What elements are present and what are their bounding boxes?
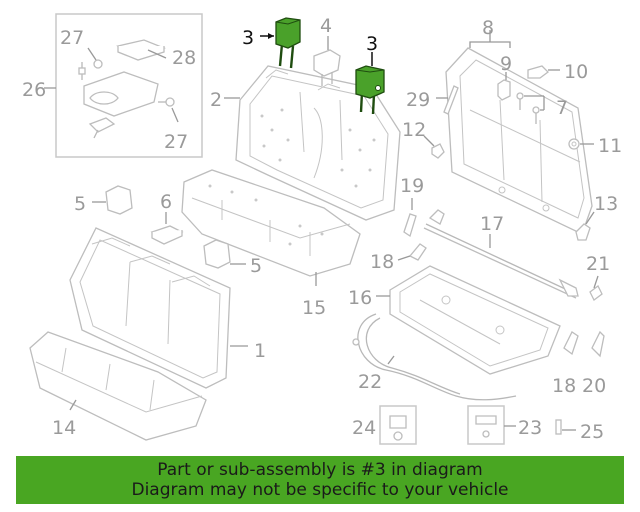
label-19: 19 (400, 175, 424, 197)
bracket-13 (575, 211, 595, 241)
bracket-18-top (397, 243, 427, 261)
bracket-19 (403, 198, 417, 238)
headrest-3-left (260, 17, 301, 69)
label-25: 25 (580, 421, 604, 443)
bracket-18-bottom (563, 331, 579, 356)
seat-cushion-15 (181, 169, 361, 286)
headrest-5-bottom (203, 239, 246, 269)
label-6: 6 (160, 191, 172, 213)
label-29: 29 (406, 89, 430, 111)
label-24: 24 (352, 417, 376, 439)
inset-23 (467, 405, 516, 445)
seat-cushion-14 (29, 331, 207, 441)
airbag-inset-box (44, 13, 203, 158)
info-banner: Part or sub-assembly is #3 in diagram Di… (16, 456, 624, 504)
label-28: 28 (172, 47, 196, 69)
label-13: 13 (594, 193, 618, 215)
rod-17 (423, 209, 579, 299)
headrest-4 (313, 36, 341, 86)
label-11: 11 (598, 135, 622, 157)
label-21: 21 (586, 253, 610, 275)
label-10: 10 (564, 61, 588, 83)
cable-22 (352, 313, 517, 401)
clip-21 (589, 275, 603, 301)
parts-diagram: 1 2 3 3 4 5 5 6 7 8 9 10 11 12 13 14 15 … (22, 13, 622, 445)
headrest-5-top (92, 185, 133, 215)
grommet-11 (568, 138, 594, 150)
label-12: 12 (402, 119, 426, 141)
clip-10 (527, 65, 560, 79)
headrest-3-right (355, 52, 385, 115)
label-17: 17 (480, 213, 504, 235)
pin-25 (555, 419, 576, 435)
seat-back-1 (69, 227, 248, 389)
bracket-9 (497, 72, 511, 101)
label-3-right: 3 (366, 33, 378, 55)
label-5-top: 5 (74, 193, 86, 215)
label-18-top: 18 (370, 251, 394, 273)
label-26: 26 (22, 79, 46, 101)
label-1: 1 (254, 340, 266, 362)
riser-16 (376, 265, 561, 375)
strap-29 (436, 85, 459, 115)
bracket-20 (591, 330, 605, 358)
bezel-6 (150, 212, 184, 245)
banner-line-2: Diagram may not be specific to your vehi… (131, 480, 509, 500)
banner-line-1: Part or sub-assembly is #3 in diagram (157, 460, 483, 480)
bolts-7 (516, 92, 545, 124)
label-9: 9 (500, 53, 512, 75)
label-4: 4 (320, 15, 332, 37)
label-27-top: 27 (60, 27, 84, 49)
label-7: 7 (556, 97, 568, 119)
label-27-bottom: 27 (164, 131, 188, 153)
label-15: 15 (302, 297, 326, 319)
label-16: 16 (348, 287, 372, 309)
seat-back-2 (224, 65, 401, 221)
label-8: 8 (482, 17, 494, 39)
label-20: 20 (582, 375, 606, 397)
label-23: 23 (518, 417, 542, 439)
inset-24 (379, 405, 417, 445)
label-18-bottom: 18 (552, 375, 576, 397)
label-3-left: 3 (242, 27, 254, 49)
label-22: 22 (358, 371, 382, 393)
label-14: 14 (52, 417, 76, 439)
clip-12 (423, 135, 445, 159)
label-5-bottom: 5 (250, 255, 262, 277)
label-2: 2 (210, 89, 222, 111)
